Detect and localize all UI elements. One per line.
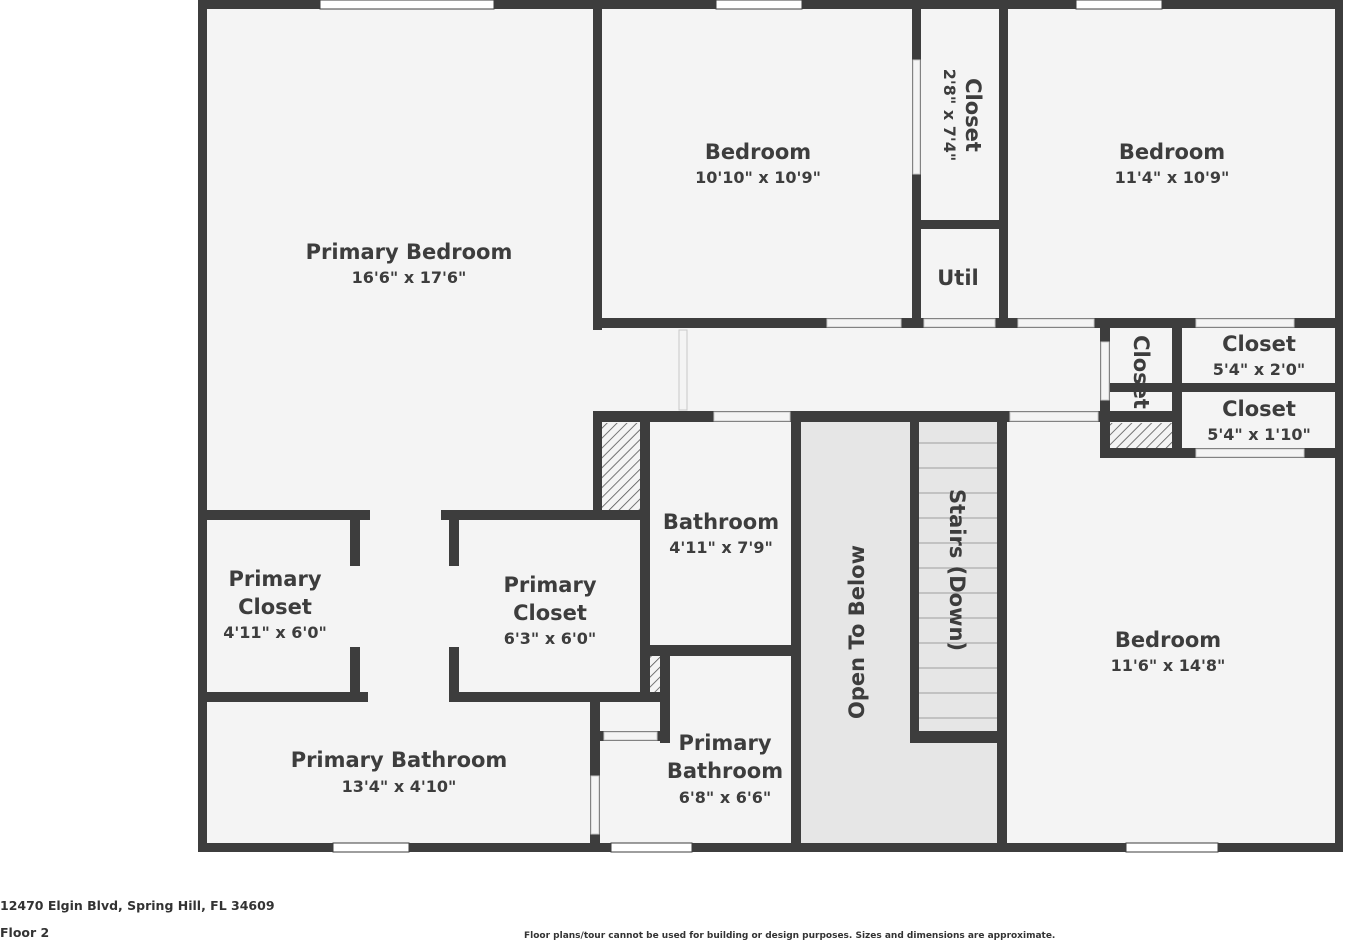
room-name-primary-bedroom: Primary Bedroom xyxy=(306,240,513,264)
room-name-primary-closet-b-line2: Closet xyxy=(513,601,587,625)
room-name-closet-hall: Closet xyxy=(1129,335,1153,409)
shaft-hatch xyxy=(650,656,661,692)
room-name-primary-closet-a-line1: Primary xyxy=(228,567,321,591)
room-dims-primary-bedroom: 16'6" x 17'6" xyxy=(352,268,467,287)
floor-label: Floor 2 xyxy=(0,925,50,940)
room-name-closet-c: Closet xyxy=(1222,397,1296,421)
room-name-util: Util xyxy=(937,266,979,290)
room-name-closet-b: Closet xyxy=(1222,332,1296,356)
room-dims-bathroom: 4'11" x 7'9" xyxy=(669,538,773,557)
room-name-bedroom-a: Bedroom xyxy=(705,140,811,164)
door-openings xyxy=(590,59,1305,835)
room-dims-bedroom-b: 11'4" x 10'9" xyxy=(1115,168,1230,187)
room-dims-primary-closet-b: 6'3" x 6'0" xyxy=(504,629,596,648)
stair-treads xyxy=(919,442,997,719)
shaft-hatch xyxy=(1110,423,1172,448)
room-dims-bedroom-c: 11'6" x 14'8" xyxy=(1111,656,1226,675)
windows xyxy=(319,0,1219,853)
room-dims-closet-c: 5'4" x 1'10" xyxy=(1207,425,1311,444)
room-dims-primary-closet-a: 4'11" x 6'0" xyxy=(223,623,327,642)
open-to-below-area xyxy=(801,421,999,843)
room-dims-primary-bathroom-a: 13'4" x 4'10" xyxy=(342,777,457,796)
room-name-primary-closet-a-line2: Closet xyxy=(238,595,312,619)
room-dims-closet-b: 5'4" x 2'0" xyxy=(1213,360,1305,379)
room-name-open-to-below: Open To Below xyxy=(845,545,869,719)
room-name-stairs: Stairs (Down) xyxy=(945,489,969,651)
room-dims-closet-a: 2'8" x 7'4" xyxy=(940,69,959,161)
room-name-bathroom: Bathroom xyxy=(663,510,779,534)
room-name-closet-a: Closet xyxy=(961,78,985,152)
room-name-primary-bathroom-a: Primary Bathroom xyxy=(291,748,508,772)
room-dims-primary-bathroom-b: 6'8" x 6'6" xyxy=(679,788,771,807)
room-name-bedroom-b: Bedroom xyxy=(1119,140,1225,164)
room-dims-bedroom-a: 10'10" x 10'9" xyxy=(695,168,821,187)
address-label: 12470 Elgin Blvd, Spring Hill, FL 34609 xyxy=(0,898,275,913)
room-name-primary-bathroom-b-line1: Primary xyxy=(678,731,771,755)
room-name-primary-bathroom-b-line2: Bathroom xyxy=(667,759,783,783)
room-name-bedroom-c: Bedroom xyxy=(1115,628,1221,652)
shaft-hatch xyxy=(602,423,640,511)
disclaimer-text: Floor plans/tour cannot be used for buil… xyxy=(524,931,1056,941)
room-name-primary-closet-b-line1: Primary xyxy=(503,573,596,597)
